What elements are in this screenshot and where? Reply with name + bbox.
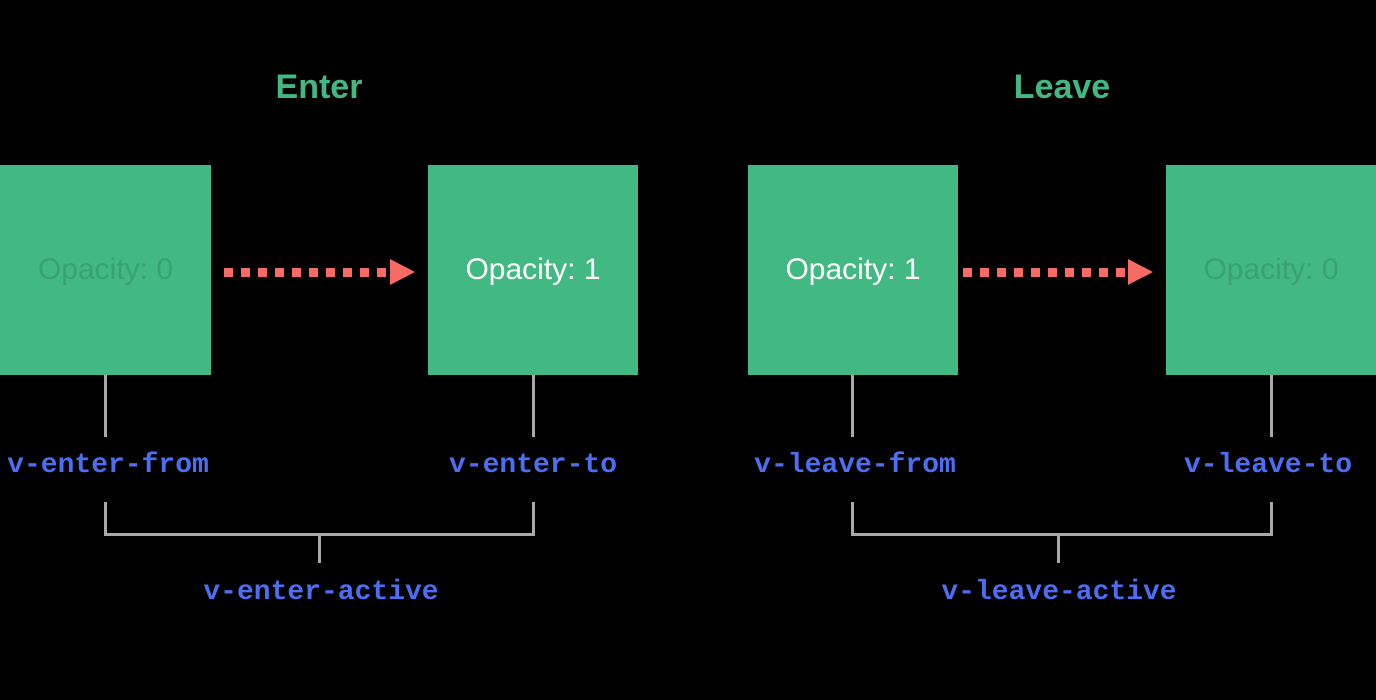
enter-arrowhead-icon	[390, 259, 415, 285]
leave-dashed-arrow-icon	[963, 268, 1128, 277]
enter-bracket-right-line	[532, 502, 535, 536]
leave-bracket-horizontal-line	[851, 533, 1273, 536]
enter-dashed-arrow-icon	[224, 268, 390, 277]
leave-active-class-label: v-leave-active	[941, 577, 1177, 608]
leave-group-title: Leave	[1013, 68, 1111, 106]
leave-to-drop-line	[1270, 375, 1273, 437]
leave-from-drop-line	[851, 375, 854, 437]
leave-arrowhead-icon	[1128, 259, 1153, 285]
enter-to-box: Opacity: 1	[428, 165, 638, 375]
leave-to-box: Opacity: 0	[1166, 165, 1376, 375]
enter-bracket-left-line	[104, 502, 107, 536]
enter-to-box-label: Opacity: 1	[465, 253, 601, 286]
enter-from-class-label: v-enter-from	[7, 450, 209, 481]
enter-from-drop-line	[104, 375, 107, 437]
enter-from-box: Opacity: 0	[0, 165, 211, 375]
enter-bracket-horizontal-line	[104, 533, 535, 536]
enter-bracket-stem-line	[318, 536, 321, 563]
leave-from-box: Opacity: 1	[748, 165, 958, 375]
enter-from-box-label: Opacity: 0	[37, 253, 174, 286]
leave-bracket-left-line	[851, 502, 854, 536]
enter-group-title: Enter	[275, 68, 363, 106]
leave-to-class-label: v-leave-to	[1183, 450, 1353, 481]
leave-to-box-label: Opacity: 0	[1203, 253, 1339, 286]
leave-bracket-stem-line	[1057, 536, 1060, 563]
leave-from-box-label: Opacity: 1	[785, 253, 921, 286]
enter-to-class-label: v-enter-to	[448, 450, 618, 481]
leave-bracket-right-line	[1270, 502, 1273, 536]
enter-to-drop-line	[532, 375, 535, 437]
enter-active-class-label: v-enter-active	[203, 577, 439, 608]
leave-from-class-label: v-leave-from	[754, 450, 956, 481]
